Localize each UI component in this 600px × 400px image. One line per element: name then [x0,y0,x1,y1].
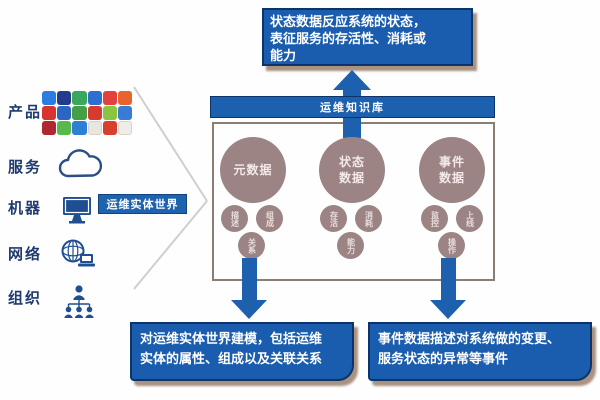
circle-metadata-sub-3: 关系 [238,232,265,259]
circle-metadata-sub-2: 组成 [256,205,283,232]
org-chart-icon [64,285,94,318]
product-apps-icon [42,91,132,135]
circle-event-sub-1: 监控 [421,205,448,232]
down-arrow-left-head [231,300,267,319]
down-arrow-right-head [430,300,466,319]
monitor-icon [63,197,91,224]
label-machines: 机器 [8,200,43,217]
circle-event-sub-2: 上线 [456,205,483,232]
network-globe-icon [61,239,95,267]
down-arrow-left-shaft [242,258,257,302]
label-products: 产品 [8,104,43,121]
label-services: 服务 [8,159,43,176]
event-data-note: 事件数据描述对系统做的变更、 服务状态的异常等事件 [368,322,592,381]
label-organization: 组织 [8,290,43,307]
label-network: 网络 [8,246,43,263]
circle-status-sub-1: 存活 [320,205,347,232]
circle-event-sub-3: 操作 [438,232,465,259]
status-data-note: 状态数据反应系统的状态， 表征服务的存活性、消耗或 能力 [262,8,473,66]
circle-metadata: 元数据 [220,137,286,203]
circle-status-sub-3: 能力 [337,232,364,259]
circle-metadata-sub-1: 描述 [221,205,248,232]
up-arrow-head [333,70,371,90]
knowledge-base-banner: 运维知识库 [210,96,495,118]
metadata-note: 对运维实体世界建模，包括运维 实体的属性、组成以及关联关系 [130,322,354,381]
cloud-icon [58,149,103,178]
circle-status-data: 状态 数据 [319,137,385,203]
circle-status-sub-2: 消耗 [355,205,382,232]
circle-event-data: 事件 数据 [419,137,485,203]
entity-world-badge: 运维实体世界 [98,194,187,214]
down-arrow-right-shaft [441,258,456,302]
